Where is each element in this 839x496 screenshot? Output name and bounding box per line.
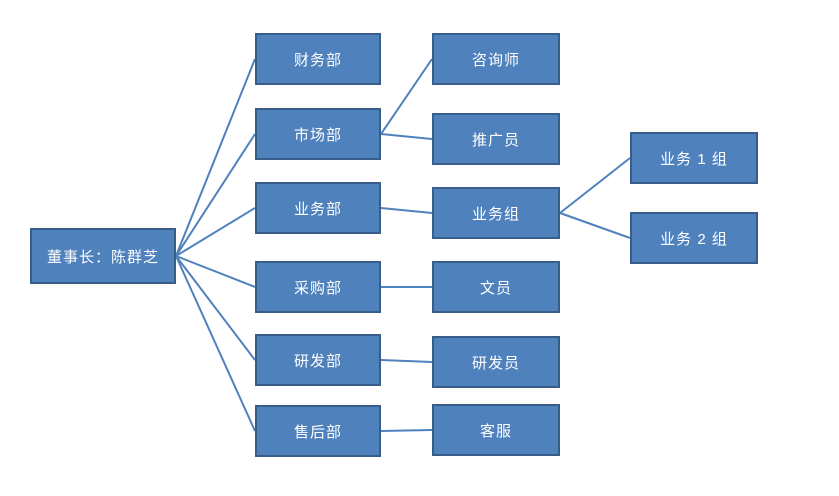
connector-business-to-business-group bbox=[380, 207, 433, 214]
connector-marketing-to-promoter bbox=[380, 133, 433, 140]
connector-business-group-to-business-group-1 bbox=[559, 157, 631, 214]
org-node-consultant[interactable]: 咨询师 bbox=[432, 33, 560, 85]
org-node-label: 董事长：陈群芝 bbox=[46, 248, 159, 266]
org-node-clerk[interactable]: 文员 bbox=[432, 261, 560, 313]
org-node-label: 研发员 bbox=[471, 354, 520, 372]
connector-marketing-to-consultant bbox=[380, 58, 433, 135]
connector-rnd-to-rnd-staff bbox=[380, 359, 433, 363]
org-node-rnd-staff[interactable]: 研发员 bbox=[432, 336, 560, 388]
connector-chairman-to-business bbox=[175, 207, 256, 257]
connector-chairman-to-finance bbox=[175, 58, 256, 257]
org-node-label: 文员 bbox=[479, 279, 512, 297]
org-node-label: 财务部 bbox=[293, 51, 342, 69]
org-node-chairman[interactable]: 董事长：陈群芝 bbox=[30, 228, 176, 284]
org-node-marketing[interactable]: 市场部 bbox=[255, 108, 381, 160]
org-node-label: 业务 1 组 bbox=[660, 150, 728, 168]
org-node-label: 业务组 bbox=[471, 205, 520, 223]
org-node-business-group-1[interactable]: 业务 1 组 bbox=[630, 132, 758, 184]
connector-business-group-to-business-group-2 bbox=[559, 212, 631, 239]
org-node-business[interactable]: 业务部 bbox=[255, 182, 381, 234]
org-node-aftersales[interactable]: 售后部 bbox=[255, 405, 381, 457]
org-node-label: 咨询师 bbox=[471, 51, 520, 69]
org-node-customer-service[interactable]: 客服 bbox=[432, 404, 560, 456]
org-node-label: 采购部 bbox=[293, 279, 342, 297]
connector-chairman-to-marketing bbox=[175, 133, 256, 257]
org-node-label: 推广员 bbox=[471, 131, 520, 149]
connector-chairman-to-aftersales bbox=[175, 255, 256, 432]
connector-aftersales-to-customer-service bbox=[380, 429, 433, 432]
connector-chairman-to-purchasing bbox=[175, 255, 256, 288]
org-node-label: 售后部 bbox=[293, 423, 342, 441]
org-node-label: 业务部 bbox=[293, 200, 342, 218]
org-node-rnd[interactable]: 研发部 bbox=[255, 334, 381, 386]
connector-chairman-to-rnd bbox=[175, 255, 256, 361]
org-node-business-group[interactable]: 业务组 bbox=[432, 187, 560, 239]
org-node-label: 业务 2 组 bbox=[660, 230, 728, 248]
org-node-label: 市场部 bbox=[293, 126, 342, 144]
org-node-purchasing[interactable]: 采购部 bbox=[255, 261, 381, 313]
org-node-business-group-2[interactable]: 业务 2 组 bbox=[630, 212, 758, 264]
org-node-promoter[interactable]: 推广员 bbox=[432, 113, 560, 165]
org-node-finance[interactable]: 财务部 bbox=[255, 33, 381, 85]
org-node-label: 研发部 bbox=[293, 352, 342, 370]
org-node-label: 客服 bbox=[479, 422, 512, 440]
